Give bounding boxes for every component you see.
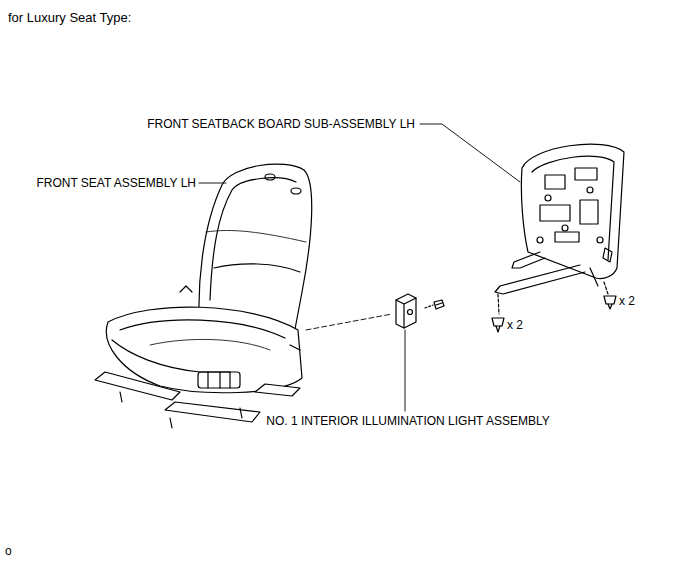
quantity-note: x 2 [507,318,523,332]
front-seat-drawing [95,164,312,428]
part-name: FRONT SEATBACK BOARD SUB-ASSEMBLY LH [147,117,415,131]
interior-light-drawing [396,294,444,328]
figure-mark: o [5,544,12,558]
page-heading: for Luxury Seat Type: [8,11,131,25]
quantity-note: x 2 [619,294,635,308]
part-name: NO. 1 INTERIOR ILLUMINATION LIGHT ASSEMB… [266,414,549,428]
seatback-board-drawing [495,144,624,314]
part-name: FRONT SEAT ASSEMBLY LH [36,176,196,190]
